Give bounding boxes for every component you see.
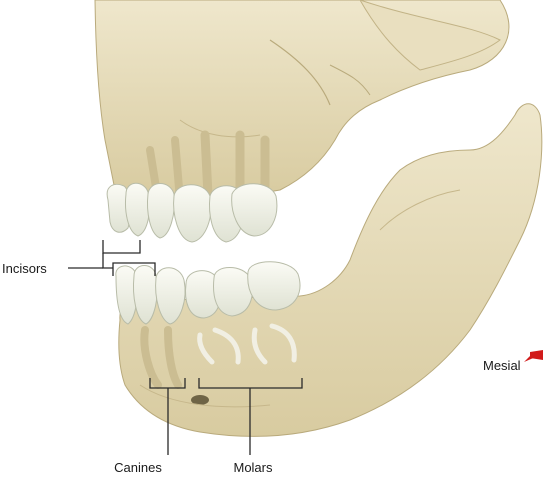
label-incisors: Incisors <box>2 261 47 276</box>
incisors-upper-bracket <box>103 240 140 253</box>
upper-teeth <box>107 183 277 242</box>
label-canines: Canines <box>114 460 162 475</box>
mesial-arrow-icon <box>524 350 543 362</box>
label-mesial: Mesial <box>483 358 521 373</box>
label-molars: Molars <box>233 460 273 475</box>
incisors-connector <box>103 253 113 268</box>
